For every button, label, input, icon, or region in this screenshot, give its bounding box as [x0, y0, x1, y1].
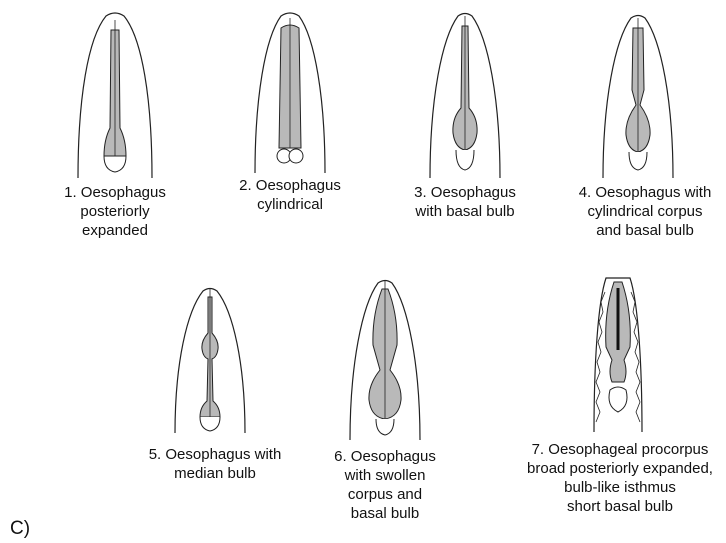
caption-figure-1: 1. Oesophagus posteriorly expanded	[35, 183, 195, 240]
figure-3-basal-bulb	[420, 8, 510, 178]
caption-figure-3: 3. Oesophagus with basal bulb	[385, 183, 545, 221]
figure-5-median-bulb	[165, 283, 255, 433]
figure-2-cylindrical	[245, 8, 335, 173]
caption-figure-2: 2. Oesophagus cylindrical	[210, 176, 370, 214]
figure-1-posteriorly-expanded	[70, 8, 160, 178]
caption-figure-7: 7. Oesophageal procorpus broad posterior…	[520, 440, 720, 516]
caption-figure-5: 5. Oesophagus with median bulb	[135, 445, 295, 483]
caption-figure-6: 6. Oesophagus with swollen corpus and ba…	[315, 447, 455, 523]
caption-figure-4: 4. Oesophagus with cylindrical corpus an…	[565, 183, 725, 240]
cardia-cell	[289, 149, 303, 163]
figure-6-swollen-corpus	[340, 275, 430, 440]
figure-7-procorpus	[588, 272, 648, 432]
figure-4-corpus-basal-bulb	[593, 10, 683, 178]
panel-label: C)	[10, 518, 30, 540]
